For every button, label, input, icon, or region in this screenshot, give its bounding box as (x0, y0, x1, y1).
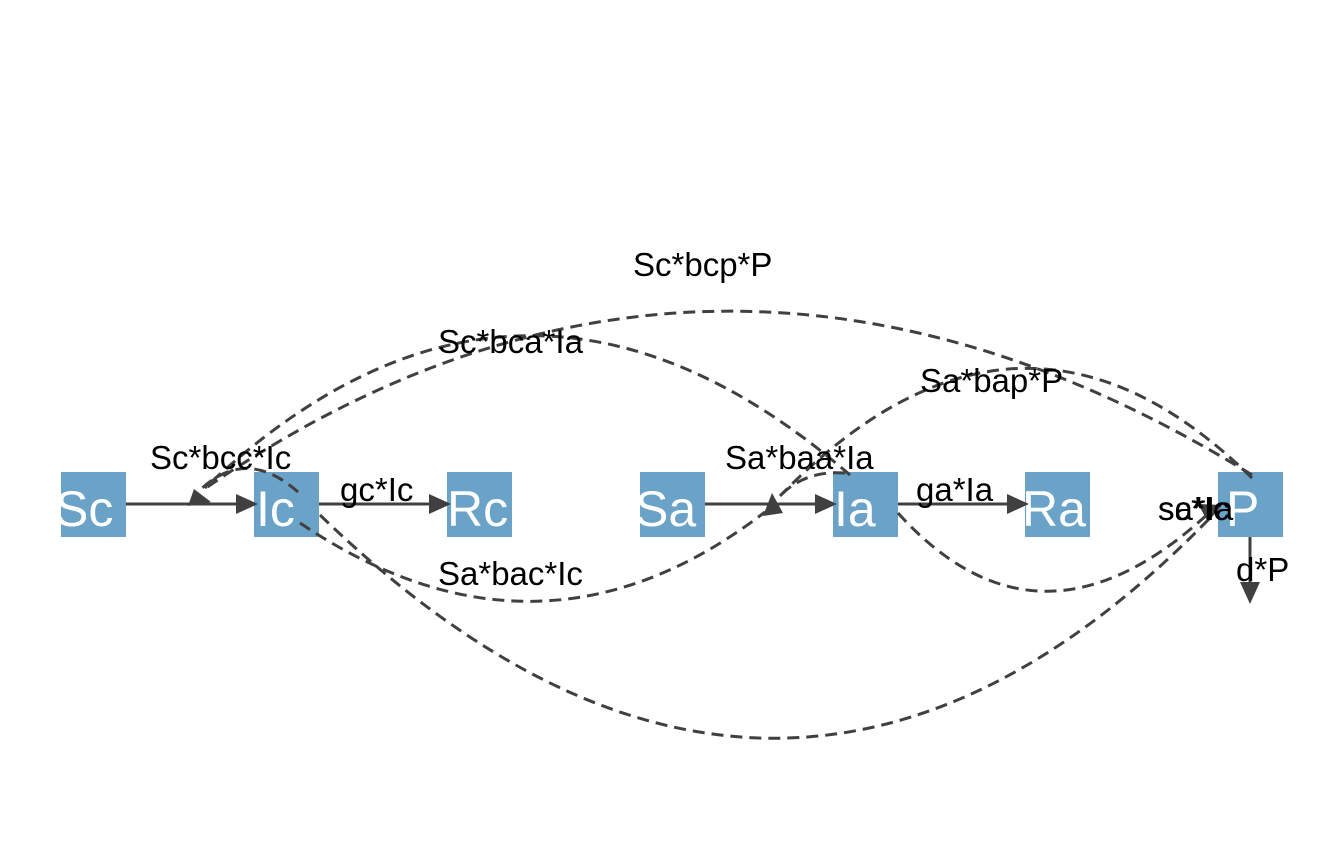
node-p-box (1218, 472, 1283, 537)
flow-label-sc-bca-ia: Sc*bca*Ia (438, 323, 584, 360)
node-ra-label: Ra (1022, 481, 1086, 537)
node-rc: Rc (447, 472, 512, 537)
node-rc-box (447, 472, 512, 537)
node-sa-box (640, 472, 705, 537)
flow-label-sc-bcc-ic: Sc*bcc*Ic (150, 439, 291, 476)
edge-ic-influence-sa (299, 510, 766, 603)
arrowhead-sa-infection (763, 493, 783, 516)
arrowhead-sc-infection (188, 489, 211, 506)
arrowhead-p-decay (1240, 582, 1260, 604)
node-ia-label: Ia (834, 481, 876, 537)
node-ic: Ic (254, 472, 319, 537)
node-rc-label: Rc (447, 481, 508, 537)
edge-ia-influence-sc (203, 334, 851, 490)
flow-label-sa-baa-ia: Sa*baa*Ia (725, 439, 874, 476)
edge-ia-shedding-p (896, 510, 1212, 593)
node-sc: Sc (55, 472, 126, 537)
arrowhead-ia (815, 494, 837, 514)
node-ic-label: Ic (256, 481, 295, 537)
flow-label-sa-ia-shedding: sa*Ia (1158, 490, 1234, 527)
node-p-label: P (1226, 481, 1259, 537)
node-ra-box (1025, 472, 1090, 537)
node-ia-box (833, 472, 898, 537)
node-ra: Ra (1022, 472, 1090, 537)
flow-label-gc-ic: gc*Ic (340, 471, 413, 508)
edge-p-influence-sa (778, 366, 1254, 498)
node-p: P (1218, 472, 1283, 537)
node-ia: Ia (833, 472, 898, 537)
node-ic-box (254, 472, 319, 537)
flow-label-sc-bcp-p: Sc*bcp*P (633, 246, 772, 283)
arrowhead-ic (236, 494, 258, 514)
edge-ic-shedding-p (318, 513, 1212, 740)
flow-label-ga-ia: ga*Ia (916, 471, 994, 508)
flow-label-d-p: d*P (1236, 551, 1289, 588)
edge-ic-influence-sc (196, 467, 299, 494)
flow-label-sa-bap-p: Sa*bap*P (920, 362, 1063, 399)
node-sa: Sa (635, 472, 705, 537)
arrowhead-rc (429, 494, 451, 514)
node-sc-box (61, 472, 126, 537)
edge-p-influence-sc (202, 309, 1253, 492)
node-sc-label: Sc (55, 481, 113, 537)
node-sa-label: Sa (635, 481, 696, 537)
arrowhead-ra (1007, 494, 1029, 514)
arrowhead-p-shedding (1198, 504, 1222, 522)
flow-label-sa-bac-ic: Sa*bac*Ic (438, 555, 583, 592)
flow-label-sc-ic-shedding: sc*Ic (1158, 490, 1230, 527)
